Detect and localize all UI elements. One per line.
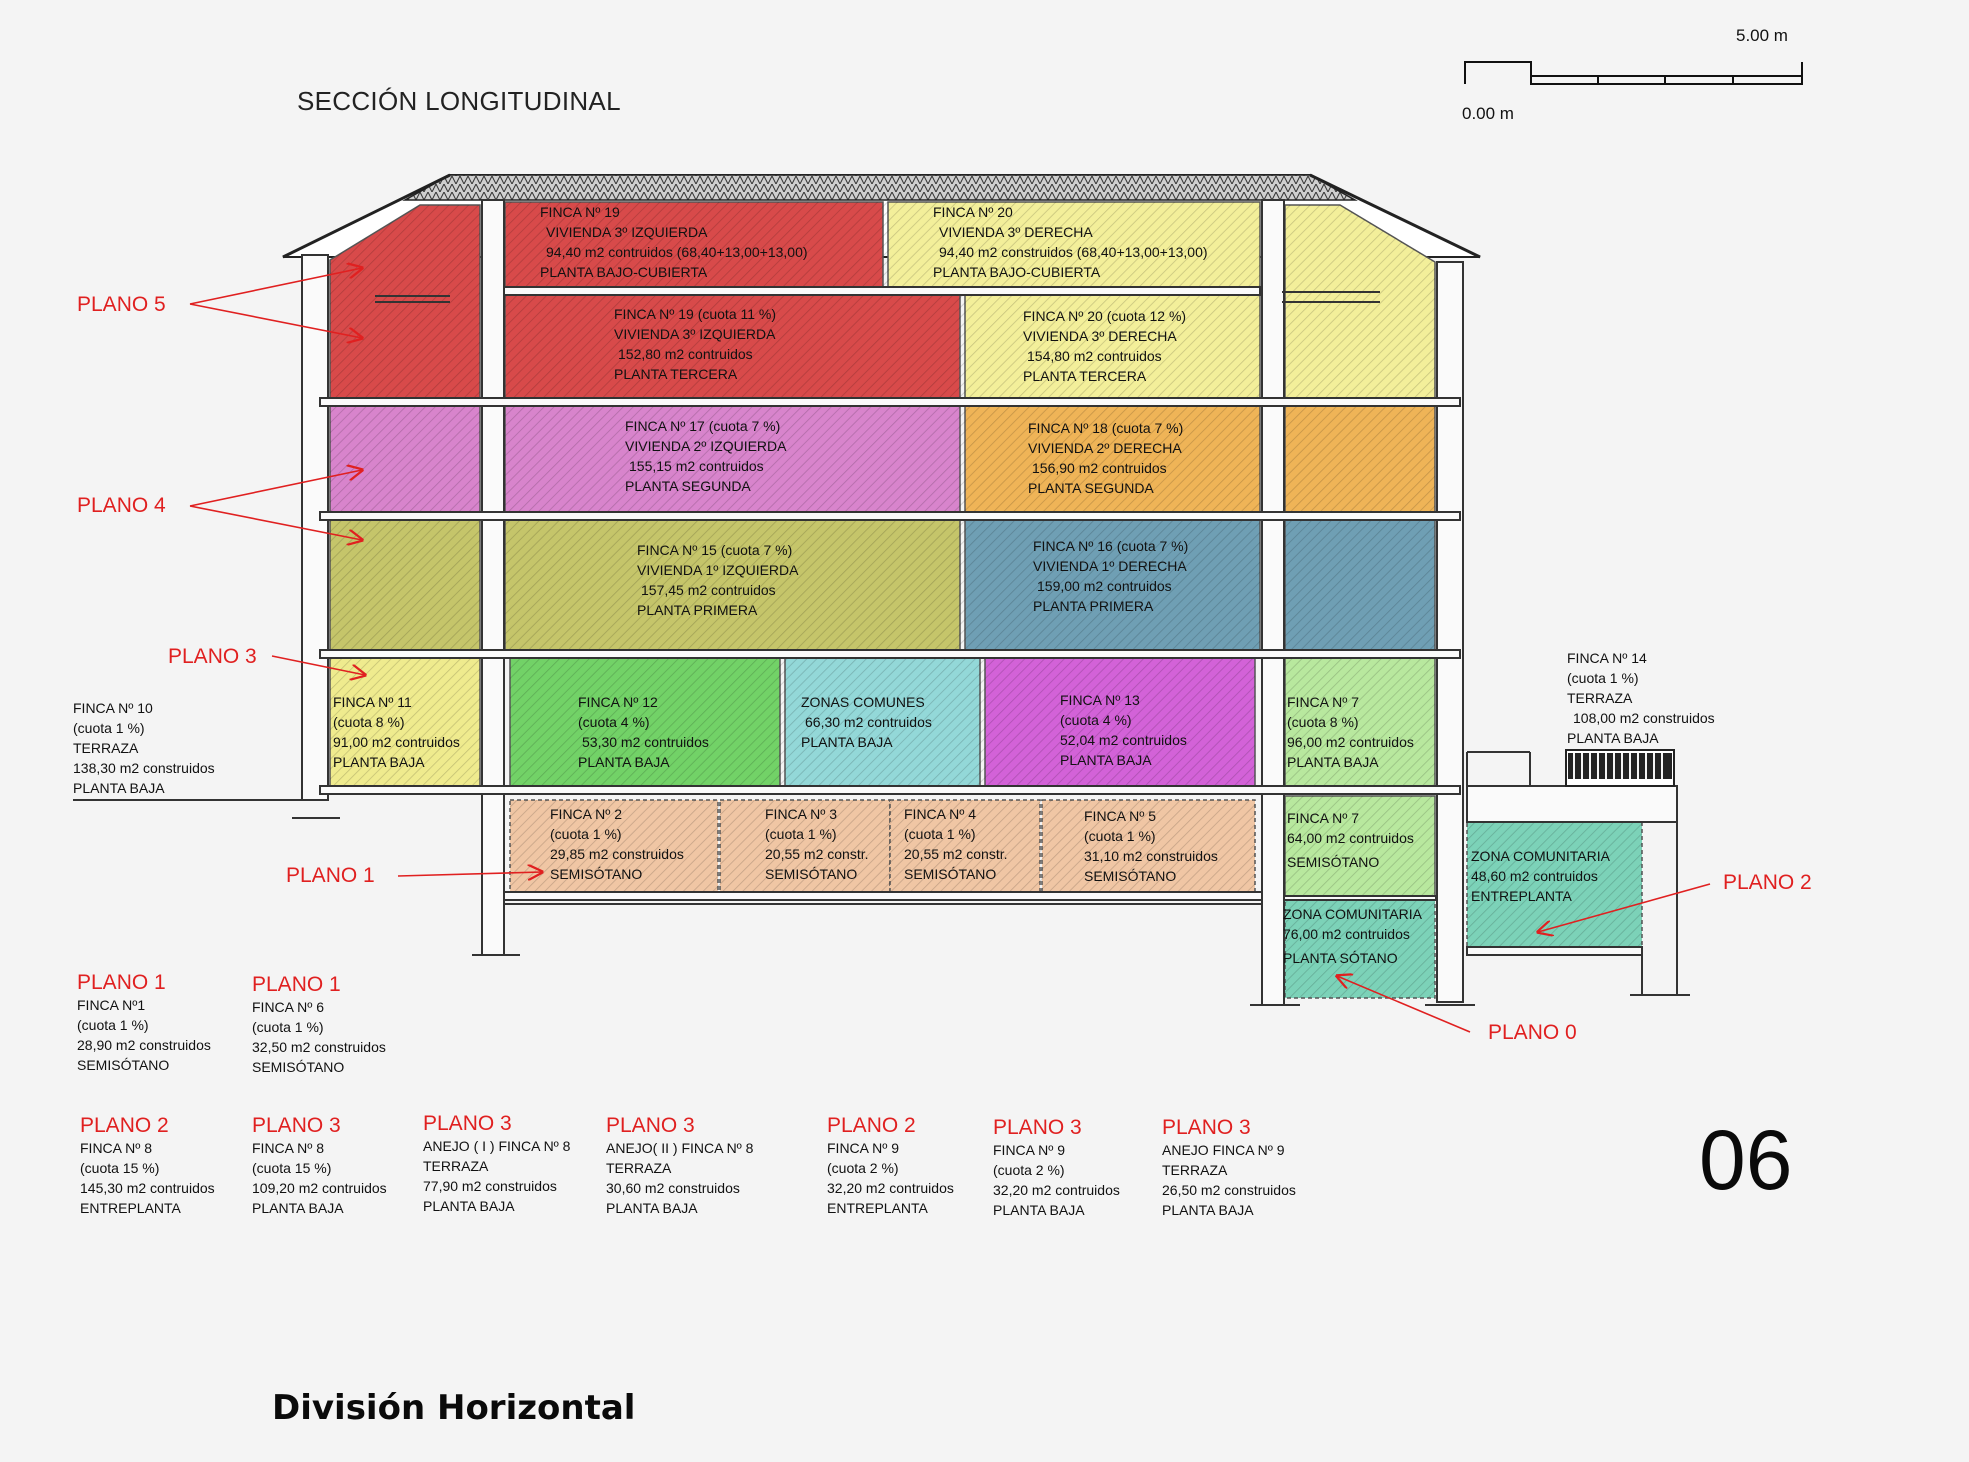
outside-label: FINCA Nº 14 (cuota 1 %) TERRAZA 108,00 m… xyxy=(1567,650,1715,746)
legend-entry: PLANO 1 FINCA Nº1 (cuota 1 %) 28,90 m2 c… xyxy=(77,971,211,1073)
unit-label: FINCA Nº 12 (cuota 4 %) 53,30 m2 contrui… xyxy=(578,694,709,770)
scale-end-label: 5.00 m xyxy=(1736,26,1788,45)
legend-entry: PLANO 2 FINCA Nº 8 (cuota 15 %) 145,30 m… xyxy=(80,1114,215,1216)
unit-label: FINCA Nº 16 (cuota 7 %) VIVIENDA 1º DERE… xyxy=(1033,538,1189,614)
unit-label: ZONAS COMUNES 66,30 m2 contruidos PLANTA… xyxy=(801,694,932,750)
plano-0-label: PLANO 0 xyxy=(1488,1021,1577,1044)
footer-title: División Horizontal xyxy=(272,1388,636,1428)
legend-entry: PLANO 2 FINCA Nº 9 (cuota 2 %) 32,20 m2 … xyxy=(827,1114,954,1216)
unit-label: FINCA Nº 11 (cuota 8 %) 91,00 m2 contrui… xyxy=(333,694,460,770)
unit-label: FINCA Nº 15 (cuota 7 %) VIVIENDA 1º IZQU… xyxy=(637,542,799,618)
unit-label: FINCA Nº 4 (cuota 1 %) 20,55 m2 constr. … xyxy=(904,806,1008,882)
unit-label: FINCA Nº 17 (cuota 7 %) VIVIENDA 2º IZQU… xyxy=(625,418,787,494)
unit-label: FINCA Nº 20 VIVIENDA 3º DERECHA 94,40 m2… xyxy=(933,204,1208,280)
building-structure xyxy=(301,199,1678,1006)
plano-4-label: PLANO 4 xyxy=(77,494,166,517)
outside-label: FINCA Nº 10 (cuota 1 %) TERRAZA 138,30 m… xyxy=(73,700,215,796)
legend-entry: PLANO 3 ANEJO( II ) FINCA Nº 8 TERRAZA 3… xyxy=(606,1114,754,1216)
unit-label: FINCA Nº 20 (cuota 12 %) VIVIENDA 3º DER… xyxy=(1023,308,1187,384)
unit-label: FINCA Nº 13 (cuota 4 %) 52,04 m2 contrui… xyxy=(1060,692,1187,768)
plano-3-label: PLANO 3 xyxy=(168,645,257,668)
legend-entry: PLANO 3 FINCA Nº 8 (cuota 15 %) 109,20 m… xyxy=(252,1114,387,1216)
unit-label: FINCA Nº 2 (cuota 1 %) 29,85 m2 construi… xyxy=(550,806,684,882)
legend-entry: PLANO 3 FINCA Nº 9 (cuota 2 %) 32,20 m2 … xyxy=(993,1116,1120,1218)
unit-label: FINCA Nº 19 VIVIENDA 3º IZQUIERDA 94,40 … xyxy=(540,204,808,280)
unit-label: ZONA COMUNITARIA 48,60 m2 contruidos ENT… xyxy=(1471,848,1610,904)
legend-entry: PLANO 3 ANEJO FINCA Nº 9 TERRAZA 26,50 m… xyxy=(1162,1116,1296,1218)
legend-entry: PLANO 3 ANEJO ( I ) FINCA Nº 8 TERRAZA 7… xyxy=(423,1112,571,1214)
page-number: 06 xyxy=(1699,1113,1793,1207)
drawing-title: SECCIÓN LONGITUDINAL xyxy=(297,86,621,116)
unit-label: FINCA Nº 7 (cuota 8 %) 96,00 m2 contruid… xyxy=(1287,694,1414,770)
unit-label: FINCA Nº 18 (cuota 7 %) VIVIENDA 2º DERE… xyxy=(1028,420,1184,496)
plano-5-label: PLANO 5 xyxy=(77,293,166,316)
scale-start-label: 0.00 m xyxy=(1462,104,1514,123)
unit-label: FINCA Nº 7 64,00 m2 contruidos SEMISÓTAN… xyxy=(1287,810,1414,870)
structure-lines xyxy=(73,291,1690,1006)
plano-2-label: PLANO 2 xyxy=(1723,871,1812,894)
plano-1-label: PLANO 1 xyxy=(286,864,375,887)
railing-bars xyxy=(1573,753,1663,779)
unit-label: FINCA Nº 19 (cuota 11 %) VIVIENDA 3º IZQ… xyxy=(614,306,777,382)
unit-label: FINCA Nº 5 (cuota 1 %) 31,10 m2 construi… xyxy=(1084,808,1218,884)
plano-arrows xyxy=(189,268,1711,1033)
scale-bar xyxy=(1464,61,1803,85)
unit-label: FINCA Nº 3 (cuota 1 %) 20,55 m2 constr. … xyxy=(765,806,869,882)
legend-entry: PLANO 1 FINCA Nº 6 (cuota 1 %) 32,50 m2 … xyxy=(252,973,386,1075)
unit-label: ZONA COMUNITARIA 76,00 m2 contruidos PLA… xyxy=(1283,906,1422,966)
